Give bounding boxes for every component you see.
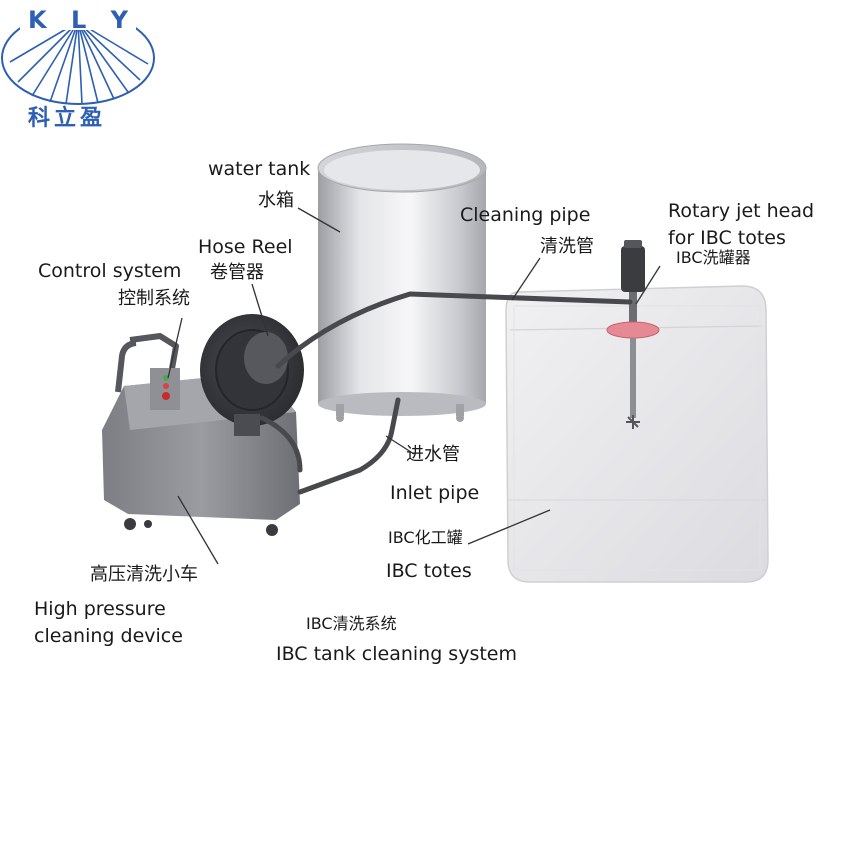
cleaning-device-label-en-1: High pressure	[34, 600, 166, 619]
ibc-tote-label-zh: IBC化工罐	[388, 530, 463, 546]
rotary-head-label-en-1: Rotary jet head	[668, 202, 814, 221]
rotary-head-label-en-2: for IBC totes	[668, 229, 786, 248]
logo-name: 科立盈	[28, 108, 106, 130]
rotary-head-label-zh: IBC洗罐器	[676, 250, 751, 266]
hose-reel-label-zh: 卷管器	[210, 264, 264, 282]
cleaning-pipe-label-zh: 清洗管	[540, 238, 594, 256]
ibc-tote-label-en: IBC totes	[386, 562, 472, 581]
water-tank	[318, 144, 486, 422]
control-system-label-zh: 控制系统	[118, 290, 190, 308]
water-tank-label-en: water tank	[208, 160, 310, 179]
logo-letters: K L Y	[28, 8, 136, 32]
control-system-label-en: Control system	[38, 262, 181, 281]
system-title-en: IBC tank cleaning system	[276, 645, 517, 664]
system-title-zh: IBC清洗系统	[306, 616, 397, 632]
cleaning-pipe-label-en: Cleaning pipe	[460, 206, 590, 225]
inlet-pipe-label-zh: 进水管	[406, 446, 460, 464]
cleaning-device-label-en-2: cleaning device	[34, 627, 183, 646]
hose-reel-label-en: Hose Reel	[198, 238, 293, 257]
cleaning-device-label-zh: 高压清洗小车	[90, 566, 198, 584]
water-tank-label-zh: 水箱	[258, 192, 294, 210]
inlet-pipe-label-en: Inlet pipe	[390, 484, 479, 503]
